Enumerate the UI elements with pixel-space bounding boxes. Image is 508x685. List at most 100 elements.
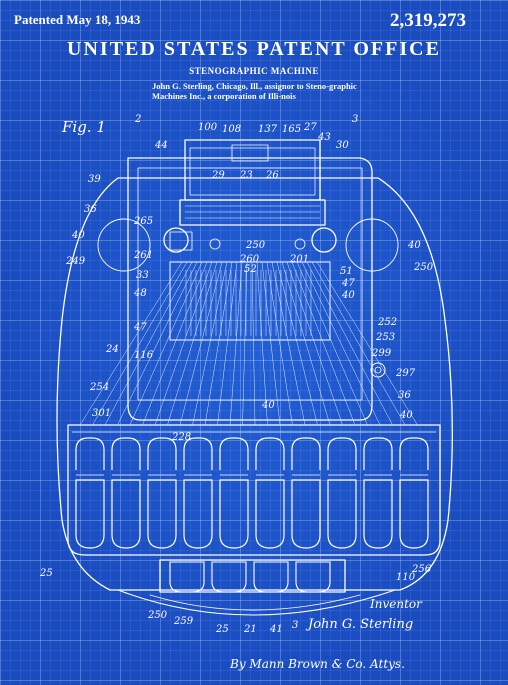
patented-date: Patented May 18, 1943	[14, 12, 141, 27]
svg-text:41: 41	[269, 624, 283, 635]
linkage-wire	[167, 261, 218, 426]
patent-number: 2,319,273	[390, 10, 466, 31]
svg-text:25: 25	[215, 624, 229, 635]
keyboard-tray	[67, 424, 441, 556]
linkage-wire	[296, 261, 368, 426]
svg-text:299: 299	[371, 348, 392, 359]
svg-text:250: 250	[245, 240, 266, 251]
svg-text:2: 2	[134, 114, 141, 125]
svg-text:108: 108	[222, 124, 241, 135]
steno-key-lower	[291, 479, 321, 549]
inventor-name: John G. Sterling	[305, 617, 413, 632]
svg-text:26: 26	[265, 170, 279, 181]
svg-text:33: 33	[136, 270, 149, 281]
steno-key-upper	[327, 437, 357, 470]
linkage-wire	[179, 261, 223, 426]
linkage-wire	[154, 261, 213, 426]
linkage-wire	[261, 261, 281, 426]
linkage-wire	[256, 261, 268, 426]
svg-text:259: 259	[173, 616, 194, 627]
roller-assembly	[179, 199, 326, 226]
assignor-text: John G. Sterling, Chicago, Ill., assigno…	[152, 81, 357, 101]
vowel-key	[253, 561, 289, 593]
svg-text:249: 249	[65, 256, 86, 267]
linkage-wires	[79, 261, 418, 426]
svg-text:43: 43	[317, 132, 331, 143]
document-subtitle: STENOGRAPHIC MACHINE	[189, 66, 319, 76]
steno-key-upper	[147, 437, 177, 470]
svg-text:252: 252	[377, 317, 397, 328]
steno-key-lower	[255, 479, 285, 549]
svg-text:51: 51	[340, 266, 353, 277]
steno-key-lower	[147, 479, 177, 549]
linkage-wire	[204, 261, 233, 426]
svg-text:110: 110	[396, 572, 416, 583]
svg-text:52: 52	[244, 264, 257, 275]
linkage-wire	[104, 261, 193, 426]
svg-text:256: 256	[411, 564, 432, 575]
number-bar-area	[159, 559, 346, 593]
figure-label: Fig. 1	[61, 118, 106, 136]
svg-text:250: 250	[147, 610, 168, 621]
svg-text:3: 3	[352, 114, 358, 125]
svg-text:48: 48	[133, 288, 147, 299]
svg-text:165: 165	[282, 124, 301, 135]
linkage-wire	[217, 261, 238, 426]
svg-text:24: 24	[105, 344, 119, 355]
steno-key-lower	[327, 479, 357, 549]
svg-text:250: 250	[413, 262, 434, 273]
linkage-wire	[311, 261, 406, 426]
linkage-wire	[291, 261, 356, 426]
svg-text:228: 228	[171, 432, 191, 443]
svg-text:36: 36	[84, 204, 97, 215]
svg-text:301: 301	[92, 408, 111, 419]
svg-text:201: 201	[289, 254, 309, 265]
steno-key-upper	[399, 437, 429, 470]
vowel-key	[211, 561, 247, 593]
machine-body-outline	[56, 177, 453, 591]
linkage-wire	[276, 261, 318, 426]
linkage-wire	[229, 261, 243, 426]
linkage-wire	[286, 261, 343, 426]
steno-key-lower	[111, 479, 141, 549]
svg-text:40: 40	[399, 410, 413, 421]
linkage-wire	[242, 261, 248, 426]
svg-text:29: 29	[211, 170, 225, 181]
document-title: UNITED STATES PATENT OFFICE	[67, 38, 441, 60]
attorney-signature: By Mann Brown & Co. Attys.	[229, 657, 405, 671]
steno-key-upper	[363, 437, 393, 470]
steno-key-lower	[219, 479, 249, 549]
svg-text:297: 297	[395, 368, 416, 379]
svg-text:260: 260	[239, 254, 260, 265]
svg-text:3: 3	[292, 620, 298, 631]
svg-text:265: 265	[133, 216, 153, 227]
inventor-label: Inventor	[369, 597, 423, 611]
machine-housing	[127, 157, 373, 421]
svg-text:253: 253	[375, 332, 395, 343]
steno-key-upper	[75, 437, 105, 470]
linkage-wire	[251, 261, 256, 426]
steno-key-upper	[183, 437, 213, 470]
svg-text:25: 25	[39, 568, 53, 579]
steno-key-lower	[183, 479, 213, 549]
svg-text:27: 27	[303, 122, 317, 133]
steno-key-upper	[219, 437, 249, 470]
svg-text:39: 39	[88, 174, 101, 185]
key-bank	[75, 437, 429, 549]
reference-numerals: 2 3 44 100 108 137 165 27 43 30 39 36 40…	[39, 114, 434, 635]
steno-key-upper	[255, 437, 285, 470]
svg-text:44: 44	[154, 140, 168, 151]
linkage-wire	[117, 261, 198, 426]
linkage-wire	[306, 261, 393, 426]
vowel-key	[169, 561, 205, 593]
steno-key-upper	[291, 437, 321, 470]
svg-text:47: 47	[133, 322, 147, 333]
svg-text:47: 47	[341, 278, 355, 289]
vowel-key	[295, 561, 331, 593]
linkage-wire	[129, 261, 203, 426]
svg-text:21: 21	[243, 624, 257, 635]
svg-text:100: 100	[198, 122, 218, 133]
svg-text:261: 261	[133, 250, 153, 261]
linkage-wire	[316, 261, 418, 426]
